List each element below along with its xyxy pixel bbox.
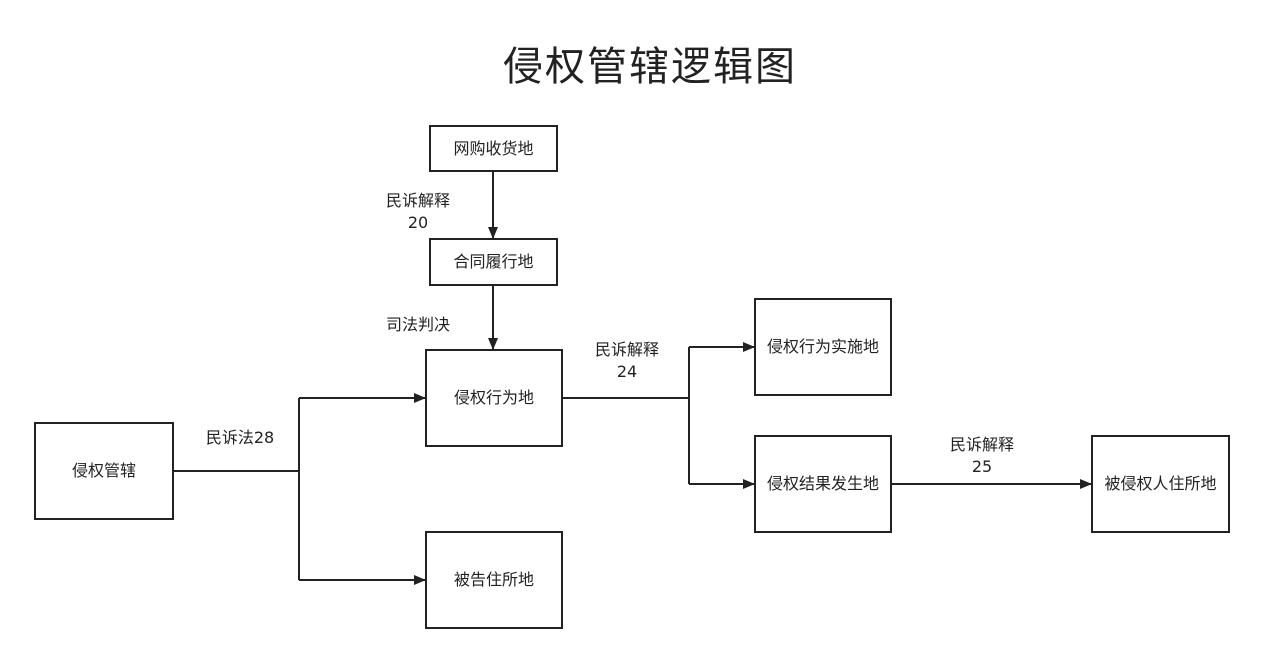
edge-label-interp20: 民诉解释 20 <box>385 191 450 232</box>
edge-label-judicial: 司法判决 <box>385 315 450 334</box>
node-defendant-domicile: 被告住所地 <box>425 531 563 629</box>
diagram-title: 侵权管辖逻辑图 <box>503 44 797 90</box>
edge-label-law28: 民诉法28 <box>205 428 275 447</box>
edge-label-interp25: 民诉解释 25 <box>949 435 1014 476</box>
node-victim-domicile: 被侵权人住所地 <box>1091 435 1230 533</box>
node-contract-place: 合同履行地 <box>429 238 558 286</box>
node-jurisdiction: 侵权管辖 <box>34 422 174 520</box>
node-online-receipt: 网购收货地 <box>429 125 558 172</box>
node-act-place: 侵权行为实施地 <box>754 298 892 396</box>
node-tort-place: 侵权行为地 <box>425 349 563 447</box>
edge-label-interp24: 民诉解释 24 <box>594 340 659 381</box>
node-result-place: 侵权结果发生地 <box>754 435 892 533</box>
